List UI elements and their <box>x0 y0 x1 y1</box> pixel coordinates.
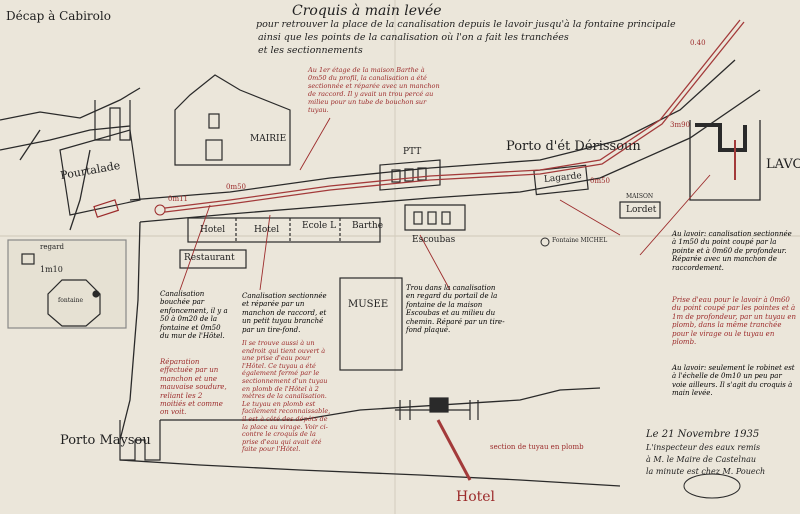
title-line-1: pour retrouver la place de la canalisati… <box>256 19 676 30</box>
mairie-building <box>174 74 291 166</box>
label-hotel-mid: Hotel <box>254 225 280 235</box>
mairie-door <box>205 139 223 161</box>
note-col2-red: Il se trouve aussi à un endroit qui tien… <box>242 339 331 454</box>
label-fontaine-small: fontaine <box>58 297 84 304</box>
pipe-to-hotel <box>436 419 472 481</box>
lordet-building <box>619 201 661 219</box>
note-right-red: Prise d'eau pour le lavoir à 0m60 du poi… <box>672 296 796 347</box>
signature-line-3: à M. le Maire de Castelnau <box>646 455 757 464</box>
water-pipe <box>164 19 745 481</box>
lagarde-building <box>533 164 589 196</box>
musee-building <box>339 277 403 371</box>
label-decap: Décap à Cabirolo <box>6 9 111 23</box>
label-fontaine-michel: Fontaine MICHEL <box>552 237 608 244</box>
map-title: Croquis à main levée <box>292 3 442 19</box>
dim-4: 0m50 <box>590 177 610 185</box>
note-col2-black: Canalisation sectionnée et réparée par u… <box>242 292 327 334</box>
ptt-building <box>379 159 441 191</box>
pipe-main-inner <box>164 21 745 213</box>
dim-2: 0m50 <box>226 183 246 191</box>
signature-date: Le 21 Novembre 1935 <box>646 429 760 440</box>
label-ptt: PTT <box>403 147 422 157</box>
note-tuyau-plomb: section de tuyau en plomb <box>490 443 584 451</box>
label-ecole: Ecole L <box>302 221 337 231</box>
michel-point <box>540 237 550 247</box>
regard-detail-box <box>7 239 127 329</box>
label-barthe: Barthe <box>352 221 384 231</box>
note-col1-red: Réparation effectuée par un manchon et u… <box>160 358 227 417</box>
signature-flourish <box>683 473 741 499</box>
note-right-black-2: Au lavoir: seulement le robinet est à l'… <box>672 364 795 398</box>
hotel-pipe-detail <box>395 400 479 420</box>
buildings <box>7 74 747 461</box>
porto-maysou-gate <box>119 420 161 461</box>
dim-1: 0m11 <box>168 195 188 203</box>
label-regard: regard <box>40 243 64 251</box>
label-porto-debat: Porto d'ét Dérissoun <box>506 139 641 154</box>
label-lavoir: LAVOIR <box>766 157 800 172</box>
note-col3-black: Trou dans la canalisation en regard du p… <box>406 284 505 335</box>
label-restaurant: Restaurant <box>184 253 235 263</box>
label-lordet: Lordet <box>626 205 657 215</box>
restaurant-building <box>179 249 247 269</box>
label-mairie: MAIRIE <box>250 134 287 144</box>
signature-line-4: la minute est chez M. Pouech <box>646 467 766 476</box>
dim-5: 0.40 <box>690 39 706 47</box>
label-maison: MAISON <box>626 193 654 200</box>
label-porto-maysou: Porto Maysou <box>60 433 151 448</box>
title-line-2: ainsi que les points de la canalisation … <box>258 32 569 43</box>
signature-line-2: L'inspecteur des eaux remis <box>646 443 761 452</box>
note-right-black-1: Au lavoir: canalisation sectionnée à 1m5… <box>672 230 792 272</box>
label-escoubas: Escoubas <box>412 235 456 245</box>
note-col1-black: Canalisation bouchée par enfoncement, il… <box>160 290 228 341</box>
fontaine-octagon <box>47 279 101 327</box>
pipe-main <box>164 19 741 209</box>
label-scale: 1m10 <box>40 265 63 274</box>
hotel-row <box>187 217 381 243</box>
note-leaders <box>179 117 711 291</box>
pourtalade-plot <box>59 129 141 216</box>
label-musee: MUSEE <box>348 299 389 310</box>
title-line-3: et les sectionnements <box>258 45 363 56</box>
ruin-gate <box>94 100 131 141</box>
hotel-detail-block <box>429 397 449 413</box>
label-hotel-left: Hotel <box>200 225 226 235</box>
label-hotel-bottom: Hotel <box>456 489 496 505</box>
escoubas-building <box>404 204 466 231</box>
dim-3: 3m90 <box>670 121 690 129</box>
lavoir-walls <box>695 123 747 152</box>
red-plot-marker <box>93 199 120 218</box>
mairie-window <box>208 113 220 129</box>
note-maison-barthe: Au 1er étage de la maison Barthe à 0m50 … <box>308 66 440 114</box>
fontaine-point <box>154 204 166 216</box>
